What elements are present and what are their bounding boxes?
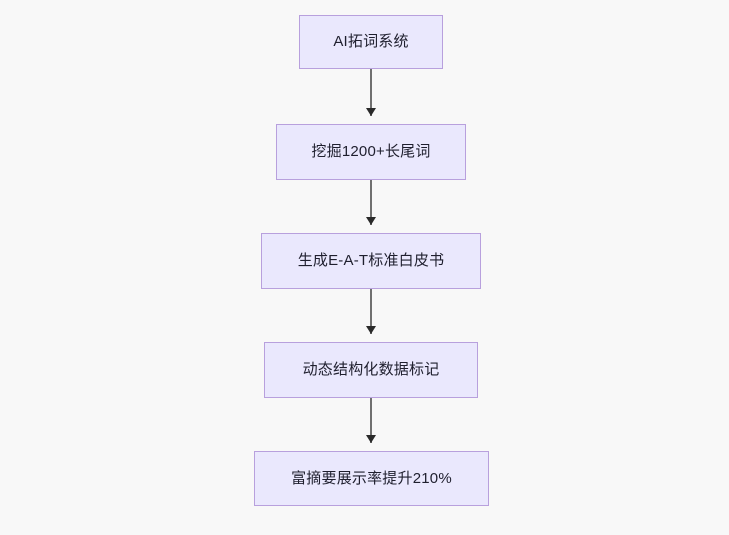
flow-node-n4[interactable]: 动态结构化数据标记 [264, 342, 478, 398]
arrow-down-icon [366, 326, 376, 334]
arrow-down-icon [366, 217, 376, 225]
connector-line [370, 69, 372, 116]
flow-node-label: 动态结构化数据标记 [302, 361, 440, 378]
arrow-down-icon [366, 108, 376, 116]
flow-node-label: 富摘要展示率提升210% [291, 469, 452, 487]
connector-line [370, 398, 372, 443]
connector-line [370, 180, 372, 225]
flow-node-n3[interactable]: 生成E-A-T标准白皮书 [261, 233, 481, 289]
flow-node-label: 生成E-A-T标准白皮书 [297, 252, 445, 269]
flow-node-n5[interactable]: 富摘要展示率提升210% [254, 451, 489, 506]
flow-node-n1[interactable]: AI拓词系统 [299, 15, 443, 69]
flow-node-label: AI拓词系统 [333, 33, 409, 50]
arrow-down-icon [366, 435, 376, 443]
flow-node-n2[interactable]: 挖掘1200+长尾词 [276, 124, 466, 180]
connector-line [370, 289, 372, 334]
flow-node-label: 挖掘1200+长尾词 [311, 143, 431, 160]
